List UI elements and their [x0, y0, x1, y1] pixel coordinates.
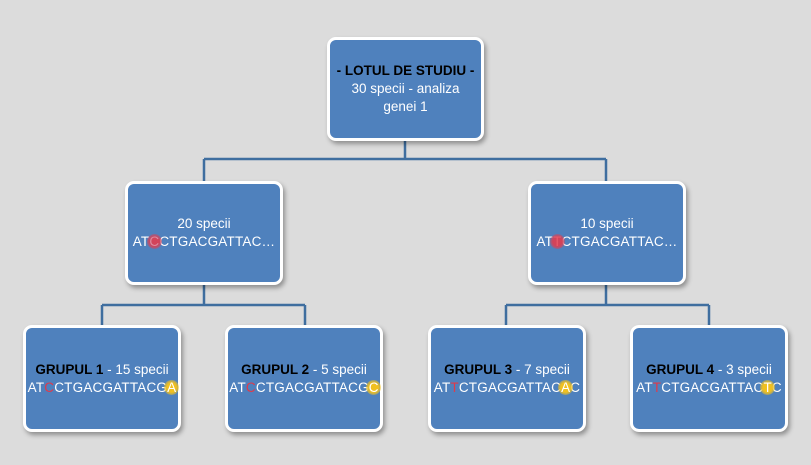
- seq-prefix: AT: [27, 379, 45, 395]
- mutation-site-2: T: [763, 379, 772, 395]
- node-sequence: ATCCTGACGATTAC…: [133, 233, 276, 251]
- group-3-node: GRUPUL 3 - 7 specii ATTCTGACGATTACAC: [428, 325, 586, 432]
- seq-prefix: AT: [229, 379, 246, 395]
- group-sequence: ATCCTGACGATTACGC: [229, 379, 378, 397]
- group-name: GRUPUL 3: [444, 361, 513, 377]
- group-heading: GRUPUL 3 - 7 specii: [444, 361, 570, 379]
- seq-suffix: C: [771, 379, 782, 395]
- group-sequence: ATTCTGACGATTACAC: [434, 379, 580, 397]
- connector-right-groups: [504, 284, 711, 328]
- group-desc: - 15 specii: [103, 361, 169, 377]
- seq-prefix: AT: [636, 379, 653, 395]
- group-4-node: GRUPUL 4 - 3 specii ATTCTGACGATTACTC: [630, 325, 788, 432]
- group-desc: - 3 specii: [714, 361, 772, 377]
- connector-left-groups: [100, 284, 307, 328]
- node-10-specii: 10 specii ATTCTGACGATTAC…: [528, 181, 686, 285]
- root-node: - LOTUL DE STUDIU - 30 specii - analiza …: [327, 37, 484, 141]
- group-desc: - 7 specii: [512, 361, 570, 377]
- root-line-3: genei 1: [383, 99, 428, 114]
- seq-suffix: C: [570, 379, 581, 395]
- group-2-node: GRUPUL 2 - 5 specii ATCCTGACGATTACGC: [225, 325, 383, 432]
- mutation-site-2: A: [561, 379, 571, 395]
- mutation-site-2: C: [368, 379, 379, 395]
- mutation-site: C: [149, 234, 160, 249]
- mutation-site-1: T: [450, 379, 459, 395]
- connector-root-children: [202, 138, 608, 184]
- group-heading: GRUPUL 1 - 15 specii: [35, 361, 168, 379]
- group-desc: - 5 specii: [309, 361, 367, 377]
- seq-prefix: AT: [433, 379, 451, 395]
- seq-middle: CTGACGATTACG: [54, 379, 168, 395]
- group-name: GRUPUL 4: [646, 361, 715, 377]
- node-count: 20 specii: [177, 216, 231, 231]
- group-heading: GRUPUL 4 - 3 specii: [646, 361, 772, 379]
- group-name: GRUPUL 1: [35, 361, 104, 377]
- mutation-site-2: A: [167, 379, 177, 395]
- seq-suffix: CTGACGATTAC…: [561, 234, 678, 249]
- group-sequence: ATCCTGACGATTACGA: [28, 379, 177, 397]
- seq-middle: CTGACGATTAC: [458, 379, 562, 395]
- group-heading: GRUPUL 2 - 5 specii: [241, 361, 367, 379]
- seq-middle: CTGACGATTACG: [255, 379, 369, 395]
- mutation-site-1: C: [44, 379, 55, 395]
- seq-middle: CTGACGATTAC: [661, 379, 764, 395]
- node-count: 10 specii: [580, 216, 634, 231]
- group-1-node: GRUPUL 1 - 15 specii ATCCTGACGATTACGA: [23, 325, 181, 432]
- mutation-site-1: T: [652, 379, 662, 395]
- seq-prefix: AT: [536, 234, 554, 249]
- group-sequence: ATTCTGACGATTACTC: [636, 379, 782, 397]
- seq-prefix: AT: [132, 234, 150, 249]
- mutation-site: T: [553, 234, 562, 249]
- node-sequence: ATTCTGACGATTAC…: [536, 233, 677, 251]
- mutation-site-1: C: [245, 379, 256, 395]
- root-title: - LOTUL DE STUDIU -: [336, 63, 475, 78]
- root-line-2: 30 specii - analiza: [351, 81, 460, 96]
- seq-suffix: CTGACGATTAC…: [159, 234, 276, 249]
- group-name: GRUPUL 2: [241, 361, 310, 377]
- node-20-specii: 20 specii ATCCTGACGATTAC…: [125, 181, 283, 285]
